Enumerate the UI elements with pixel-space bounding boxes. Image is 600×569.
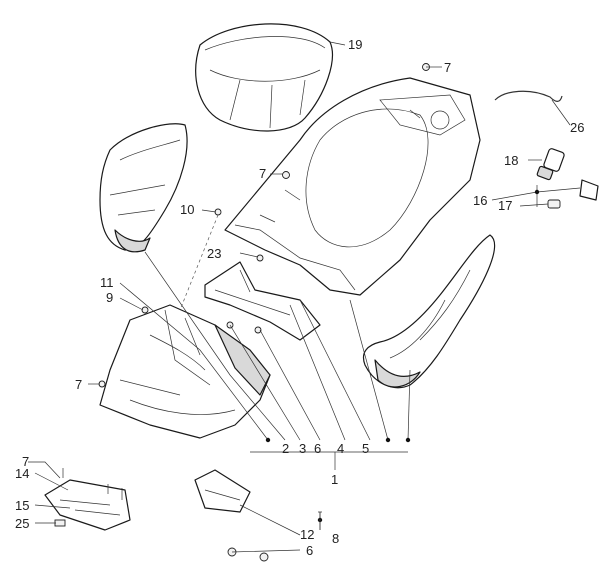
reference-dots (265, 189, 540, 523)
callout-6-bottom: 6 (306, 543, 313, 558)
callout-19: 19 (348, 37, 362, 52)
callout-3: 3 (299, 441, 306, 456)
callout-7-left: 7 (75, 377, 82, 392)
clip-part-25 (54, 519, 66, 527)
part-left-side-panel (99, 123, 188, 253)
callout-7-top: 7 (444, 60, 451, 75)
callout-16: 16 (473, 193, 487, 208)
part-cable (494, 90, 563, 102)
callout-18: 18 (504, 153, 518, 168)
callout-1: 1 (331, 472, 338, 487)
callout-7-bottom: 7 (22, 454, 29, 469)
part-helmet-bin (195, 23, 333, 132)
callout-8: 8 (332, 531, 339, 546)
callout-6: 6 (314, 441, 321, 456)
bracket-8 (318, 511, 322, 530)
callout-2: 2 (282, 441, 289, 456)
part-cover-plate (194, 469, 251, 513)
part-underseat-frame (224, 77, 481, 296)
callout-25: 25 (15, 516, 29, 531)
callout-12: 12 (300, 527, 314, 542)
callout-26: 26 (570, 120, 584, 135)
callout-15: 15 (15, 498, 29, 513)
leader-lines (28, 41, 581, 553)
part-right-side-panel (362, 234, 496, 389)
callout-7-center: 7 (259, 166, 266, 181)
part-socket (536, 148, 565, 181)
part-legshield-inner (99, 304, 271, 439)
callout-4: 4 (337, 441, 344, 456)
callout-17: 17 (498, 198, 512, 213)
part-bracket-plate (204, 261, 321, 341)
callout-9: 9 (106, 290, 113, 305)
callout-23: 23 (207, 246, 221, 261)
part-small-bracket (44, 479, 131, 531)
callout-10: 10 (180, 202, 194, 217)
callout-14: 14 (15, 466, 29, 481)
callout-5: 5 (362, 441, 369, 456)
callout-11: 11 (100, 275, 114, 290)
part-connector (547, 179, 599, 209)
